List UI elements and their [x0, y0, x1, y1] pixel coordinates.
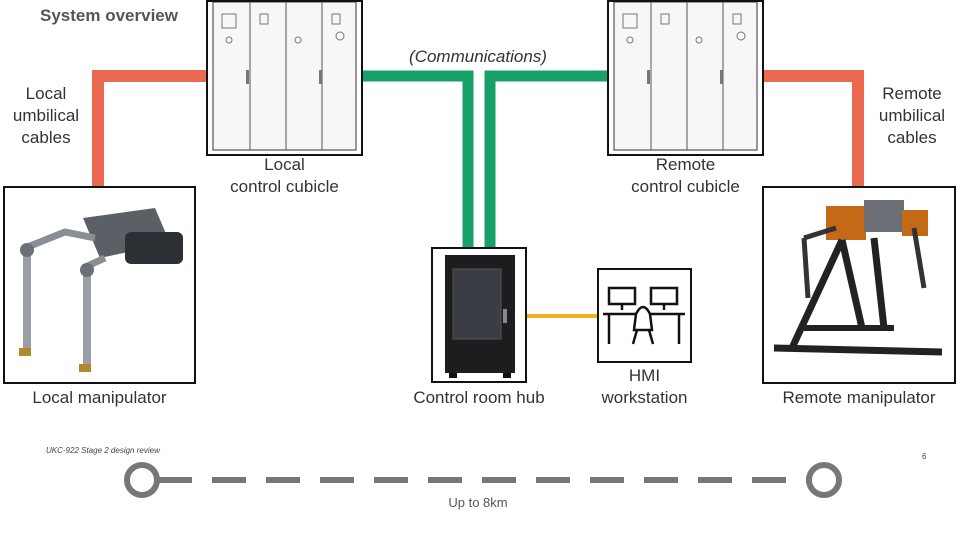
local-umbilical-cable [92, 70, 210, 188]
local-control-cubicle [206, 0, 363, 156]
remote-communications-line [484, 70, 607, 250]
remote-manipulator [762, 186, 956, 384]
local-manipulator-illustration [19, 208, 183, 372]
control-room-hub [431, 247, 527, 383]
footer-text: UKC-922 Stage 2 design review [46, 446, 160, 455]
distance-start-node [124, 462, 160, 498]
local-manipulator-label: Local manipulator [32, 388, 167, 407]
local-manipulator [3, 186, 196, 384]
workstation-icon [603, 286, 685, 345]
hmi-label: HMI workstation [601, 366, 688, 407]
page-number: 6 [922, 452, 927, 461]
local-communications-line [362, 70, 474, 250]
remote-umbilical-cable [762, 70, 864, 188]
hmi-workstation [597, 268, 692, 363]
server-rack-icon [445, 255, 515, 378]
remote-manipulator-label: Remote manipulator [782, 388, 936, 407]
distance-label: Up to 8km [448, 495, 508, 510]
remote-control-cubicle [607, 0, 764, 156]
cabinet-illustration [212, 2, 357, 151]
local-cables-label: Local umbilical cables [12, 84, 80, 147]
page-title: System overview [40, 6, 178, 25]
remote-cubicle-label: Remote control cubicle [631, 155, 740, 196]
local-cubicle-label: Local control cubicle [230, 155, 339, 196]
distance-end-node [806, 462, 842, 498]
remote-cables-label: Remote umbilical cables [878, 84, 946, 147]
distance-indicator [124, 462, 842, 498]
communications-label: (Communications) [409, 47, 547, 66]
cabinet-illustration [613, 2, 758, 151]
remote-manipulator-illustration [773, 200, 943, 356]
hub-label: Control room hub [413, 388, 545, 407]
